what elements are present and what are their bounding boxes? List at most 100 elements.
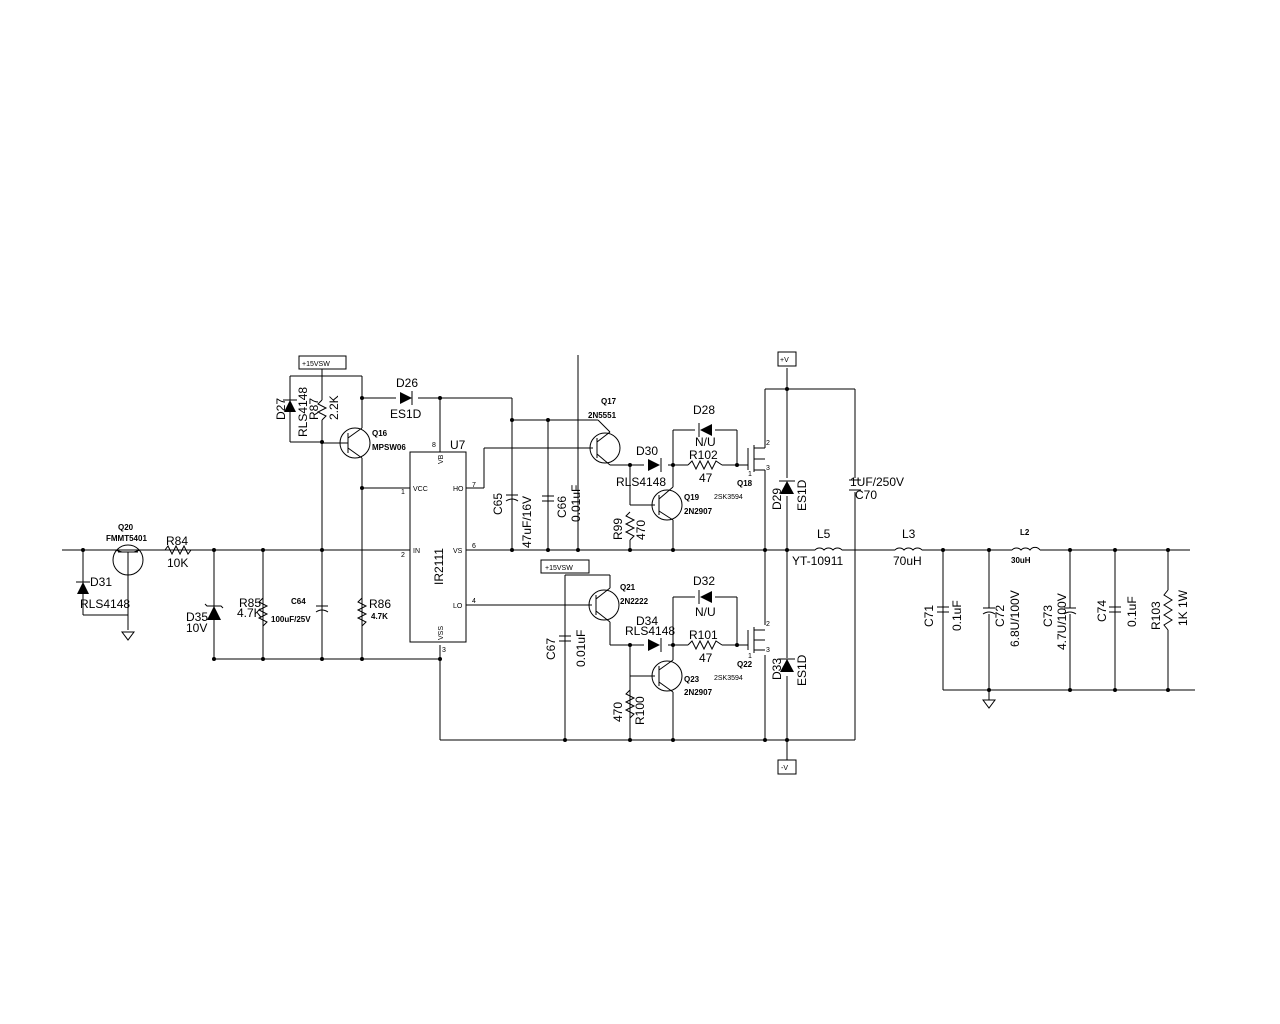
c71-value: 0.1uF [950,600,964,631]
q16-part: MPSW06 [372,443,406,452]
q17-ref: Q17 [601,397,617,406]
c73-value: 4.7U/100V [1055,593,1069,650]
l3-value: 70uH [893,554,922,568]
q23-part: 2N2907 [684,688,713,697]
d26-part: ES1D [390,407,422,421]
component-labels: Q20 FMMT5401 D31 RLS4148 R84 10K D35 10V… [80,376,1190,725]
q23-ref: Q23 [684,675,700,684]
r102-value: 47 [699,471,713,485]
c65-value: 47uF/16V [520,496,534,548]
d34-part: RLS4148 [625,624,675,638]
r103-value: 1K 1W [1176,589,1190,626]
d32-value: N/U [695,605,716,619]
transistors [112,419,766,693]
q22-pin2: 2 [766,621,770,628]
l3-ref: L3 [902,527,916,541]
q18-ref: Q18 [737,479,753,488]
ground-symbol [121,631,135,641]
pin-num-3: 3 [442,647,446,654]
q22-pin3: 3 [766,647,770,654]
r84-value: 10K [167,556,188,570]
pin-num-4: 4 [472,598,476,605]
c70-ref: C70 [855,488,877,502]
pin-in: IN [413,548,420,555]
r84-ref: R84 [166,534,188,548]
resistors [164,399,1173,719]
r101-value: 47 [699,651,713,665]
d30-part: RLS4148 [616,475,666,489]
r100-value: 470 [611,702,625,722]
r86-ref: R86 [369,597,391,611]
d35-value: 10V [186,621,207,635]
q22-part: 2SK3594 [714,675,743,682]
l5-ref: L5 [817,527,831,541]
pin-num-6: 6 [472,543,476,550]
d33-part: ES1D [795,654,809,686]
c72-value: 6.8U/100V [1008,590,1022,647]
pin-num-2: 2 [401,552,405,559]
c71-ref: C71 [922,605,936,627]
r99-ref: R99 [611,518,625,540]
d31-part: RLS4148 [80,597,130,611]
d31-ref: D31 [90,575,112,589]
r87-ref: R87 [307,398,321,420]
d35-ref: D35 [186,610,208,624]
q20-ref: Q20 [118,523,134,532]
d27-ref: D27 [274,398,288,420]
r86-value: 4.7K [371,612,388,621]
pin-num-8: 8 [432,442,436,449]
q18-part: 2SK3594 [714,494,743,501]
diodes [76,391,795,672]
pin-num-1: 1 [401,489,405,496]
d28-ref: D28 [693,403,715,417]
r99-value: 470 [634,520,648,540]
c66-ref: C66 [555,496,569,518]
power-flags: +15VSW +15VSW +V -V [121,351,996,775]
q19-part: 2N2907 [684,507,713,516]
c74-value: 0.1uF [1125,596,1139,627]
d28-value: N/U [695,435,716,449]
q19-ref: Q19 [684,493,700,502]
vsw-mid-label: +15VSW [545,565,573,572]
c67-value: 0.01uF [574,630,588,667]
q18-pin2: 2 [766,440,770,447]
junction-dots [81,387,1170,742]
l2-value: 30uH [1011,556,1031,565]
pin-lo: LO [453,603,463,610]
c74-ref: C74 [1095,600,1109,622]
l2-ref: L2 [1020,528,1030,537]
d29-ref: D29 [770,488,784,510]
q22-pin1: 1 [748,653,752,660]
pin-vb: VB [438,454,445,464]
d33-ref: D33 [770,658,784,680]
r103-ref: R103 [1149,601,1163,630]
inductors [814,546,1041,551]
vsw-top-label: +15VSW [302,361,330,368]
c65-ref: C65 [491,493,505,515]
d30-ref: D30 [636,444,658,458]
r85-value: 4.7K [237,606,262,620]
r85-ref: R85 [239,596,261,610]
capacitors [315,479,1121,642]
vplus-label: +V [780,357,789,364]
d26-ref: D26 [396,376,418,390]
c64-value: 100uF/25V [271,615,311,624]
pin-vcc: VCC [413,486,428,493]
c64-ref: C64 [291,597,306,606]
r87-value: 2.2K [327,395,341,420]
l5-part: YT-10911 [792,554,843,568]
ground-symbol [982,699,996,709]
d34-ref: D34 [636,614,658,628]
ic-ref: U7 [450,438,466,452]
q20-part: FMMT5401 [106,534,147,543]
c70-value: 1UF/250V [850,475,904,489]
ic-part: IR2111 [432,548,446,585]
ic-u7: U7 IR2111 VB VCC IN VSS HO VS LO 8 1 2 3… [401,438,476,654]
q21-ref: Q21 [620,583,636,592]
vminus-label: -V [781,765,788,772]
pin-num-7: 7 [472,482,476,489]
c66-value: 0.01uF [569,485,583,522]
q22-ref: Q22 [737,660,753,669]
d27-part: RLS4148 [296,387,310,437]
